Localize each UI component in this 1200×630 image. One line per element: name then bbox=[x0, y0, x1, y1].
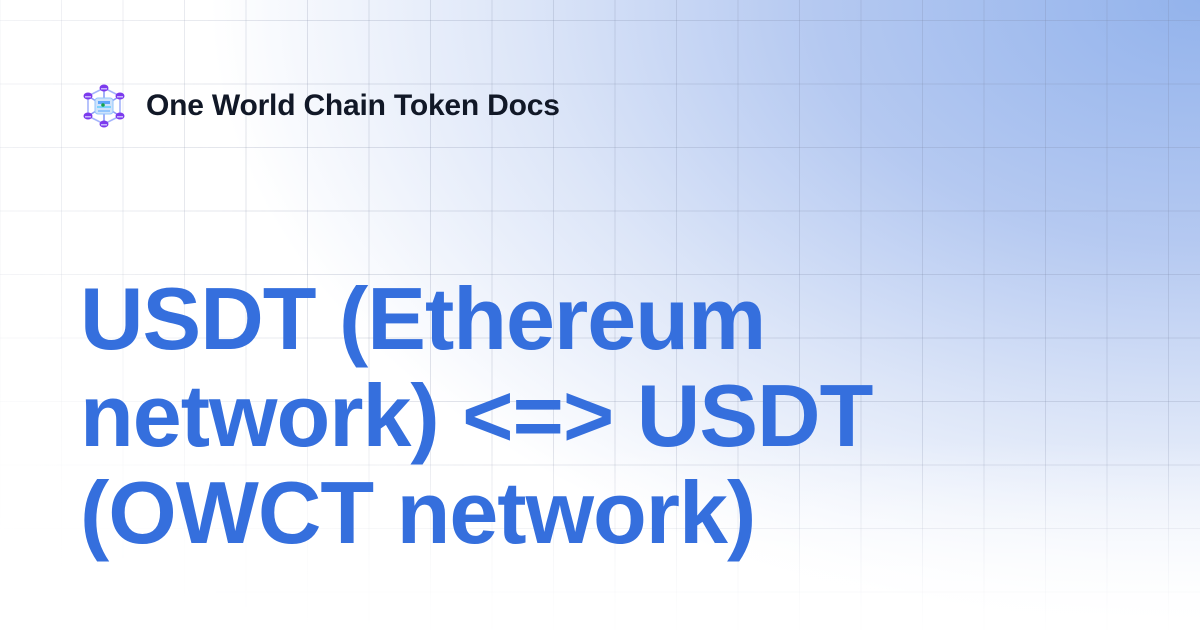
page-title: USDT (Ethereum network) <=> USDT (OWCT n… bbox=[80, 269, 873, 562]
site-name[interactable]: One World Chain Token Docs bbox=[146, 89, 560, 122]
site-header: One World Chain Token Docs bbox=[80, 84, 560, 128]
network-logo-icon bbox=[80, 82, 128, 130]
